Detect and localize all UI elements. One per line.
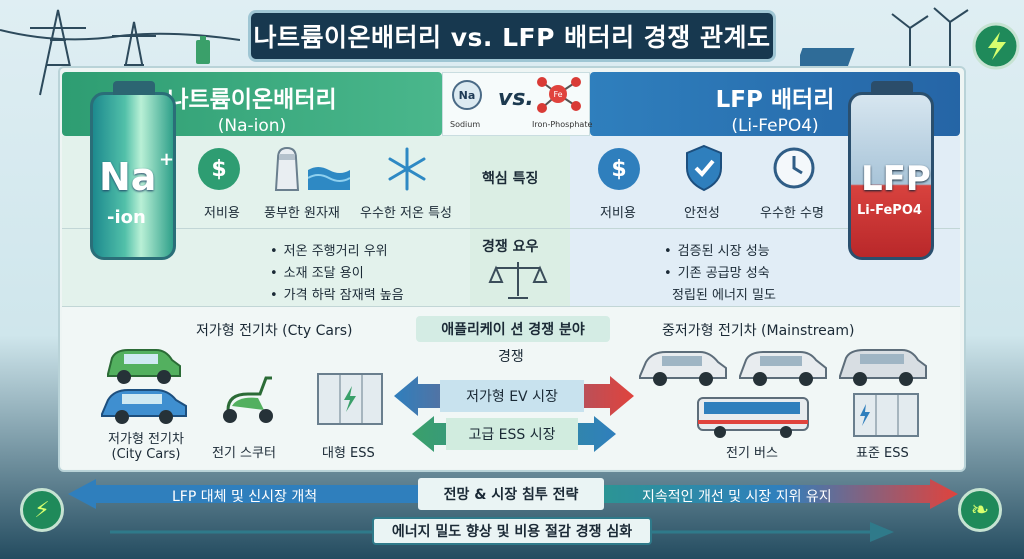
sodium-label: Sodium [450, 120, 481, 129]
summary-label: 에너지 밀도 향상 및 비용 절감 경쟁 심화 [372, 517, 652, 545]
city-car-icon [107, 349, 181, 384]
divider [62, 228, 960, 229]
battery-sublabel: -ion [107, 207, 146, 228]
vs-label: vs. [498, 86, 534, 111]
lfp-subtitle: (Li-FePO4) [731, 116, 819, 136]
lfp-bullet: 검증된 시장 성능 [664, 240, 770, 259]
leaf-icon: ❧ [958, 488, 1002, 532]
dollar-icon: $ [198, 148, 240, 190]
lfp-title: LFP 배터리 [715, 87, 835, 113]
title-banner: 나트륨이온배터리 vs. LFP 배터리 경쟁 관계도 [248, 10, 776, 62]
city-car-icon [101, 389, 187, 424]
lfp-battery-icon: LFP Li-FePO4 [848, 81, 934, 260]
divider [62, 306, 960, 307]
molecule-atom-label: Fe [553, 90, 562, 99]
competition-label: 경쟁 [498, 349, 524, 365]
application-area-title: 애플리케이 션 경쟁 분야 [416, 316, 610, 342]
battery-sublabel: Li-FePO4 [857, 203, 922, 218]
na-strategy-label: LFP 대체 및 신시장 개척 [172, 489, 318, 505]
salt-shaker-icon [274, 146, 300, 191]
na-ion-title: 나트륨이온배터리 [167, 87, 337, 113]
lfp-energy-density: 정립된 에너지 밀도 [672, 288, 776, 303]
waves-icon [308, 167, 350, 190]
lfp-feature-label: 우수한 수명 [760, 206, 824, 221]
lfp-app-section-title: 중저가형 전기차 (Mainstream) [662, 323, 855, 339]
na-feature-label: 풍부한 원자재 [264, 206, 340, 221]
lfp-feature-label: 저비용 [600, 206, 636, 221]
shield-icon [686, 144, 722, 192]
na-bullet: 가격 하락 잠재력 높음 [270, 284, 404, 303]
na-app-section-title: 저가형 전기차 (Cty Cars) [196, 323, 353, 339]
scooter-icon [223, 376, 273, 423]
na-bullet: 소재 조달 용이 [270, 262, 364, 281]
suv-icon [839, 349, 927, 386]
battery-label: Na [99, 155, 157, 199]
na-ion-subtitle: (Na-ion) [217, 116, 287, 136]
wind-turbine-icon [800, 7, 1020, 95]
na-app-label: 전기 스쿠터 [212, 446, 276, 461]
scale-icon [488, 262, 548, 299]
iron-phosphate-label: Iron-Phosphate [532, 120, 593, 129]
sodium-atom-icon: Na [452, 80, 482, 110]
page-title: 나트륨이온배터리 vs. LFP 배터리 경쟁 관계도 [253, 23, 771, 52]
core-features-label: 핵심 특징 [482, 171, 539, 187]
na-ion-battery-icon: Na + -ion [90, 81, 176, 260]
na-app-label: 저가형 전기차 (City Cars) [108, 432, 184, 462]
low-cost-ev-market-label: 저가형 EV 시장 [440, 380, 584, 412]
na-feature-label: 우수한 저온 특성 [360, 206, 452, 221]
lfp-app-label: 표준 ESS [856, 446, 909, 461]
lfp-strategy-label: 지속적인 개선 및 시장 지위 유지 [642, 489, 832, 505]
clock-icon [773, 147, 815, 189]
ess-cabinet-icon [317, 373, 383, 425]
na-bullet: 저온 주행거리 우위 [270, 240, 388, 259]
outlook-strategy-label: 전망 & 시장 침투 전략 [418, 478, 604, 510]
middle-criteria-area [470, 136, 570, 306]
suv-icon [639, 351, 727, 386]
ess-cabinet-icon [853, 393, 919, 437]
lfp-app-label: 전기 버스 [726, 446, 778, 461]
na-feature-label: 저비용 [204, 206, 240, 221]
lightning-icon: ⚡ [20, 488, 64, 532]
iron-phosphate-molecule-icon: Fe [537, 77, 581, 113]
battery-label: LFP [861, 159, 931, 199]
lfp-bullet: 기존 공급망 성숙 [664, 262, 770, 281]
suv-icon [739, 351, 827, 386]
battery-superscript: + [159, 149, 175, 170]
snowflake-icon [388, 147, 426, 191]
premium-ess-market-label: 고급 ESS 시장 [446, 418, 578, 450]
na-app-label: 대형 ESS [322, 446, 375, 461]
dollar-icon: $ [598, 148, 640, 190]
lfp-feature-label: 안전성 [684, 206, 720, 221]
electric-bus-icon [697, 397, 809, 438]
competition-factors-label: 경쟁 요우 [482, 239, 539, 255]
